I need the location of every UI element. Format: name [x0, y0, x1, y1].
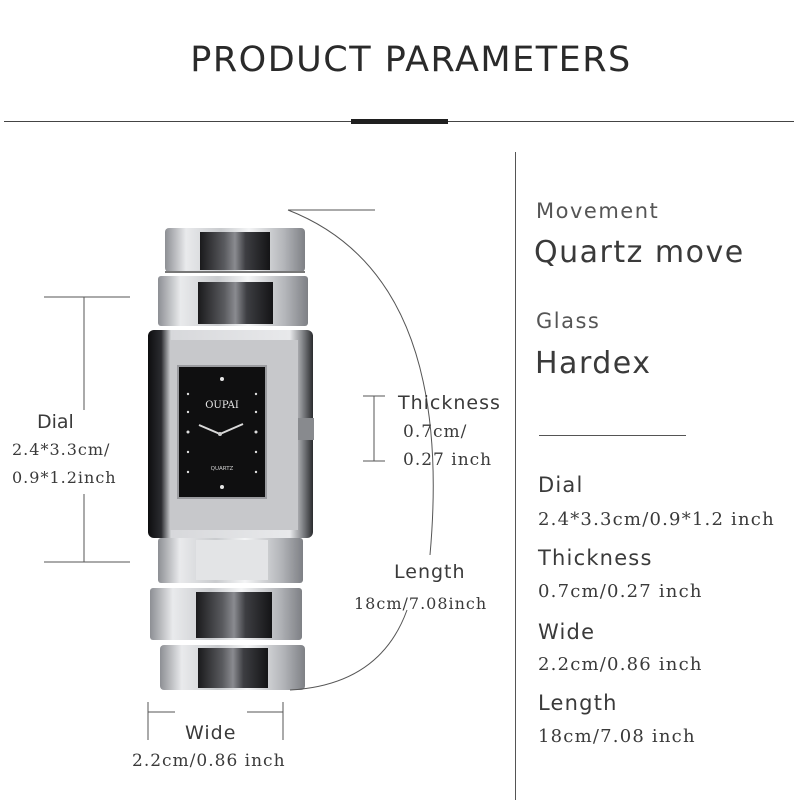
watch-illustration: OUPAI QUARTZ	[44, 209, 434, 740]
glass-label: Glass	[536, 309, 601, 333]
dial-value-inch: 0.9*1.2inch	[12, 468, 117, 487]
spec-thickness-value: 0.7cm/0.27 inch	[538, 581, 703, 602]
length-value: 18cm/7.08inch	[354, 594, 488, 613]
thickness-dimension-line	[363, 395, 385, 462]
watch-brand: OUPAI	[205, 400, 239, 411]
thickness-label: Thickness	[398, 392, 501, 414]
spec-length-label: Length	[538, 691, 618, 715]
dial-label: Dial	[37, 411, 74, 433]
movement-label: Movement	[536, 199, 660, 223]
thickness-value-cm: 0.7cm/	[403, 422, 468, 442]
dial-dimension-line	[44, 296, 130, 563]
watch-dial-text: QUARTZ	[211, 466, 234, 472]
spec-wide-label: Wide	[538, 620, 596, 644]
page-title: PRODUCT PARAMETERS	[190, 40, 632, 80]
spec-dial-value: 2.4*3.3cm/0.9*1.2 inch	[538, 509, 775, 530]
wide-value: 2.2cm/0.86 inch	[132, 751, 286, 771]
spec-length-value: 18cm/7.08 inch	[538, 726, 696, 747]
spec-divider	[539, 435, 686, 436]
dial-value-cm: 2.4*3.3cm/	[12, 440, 111, 459]
movement-value: Quartz move	[534, 235, 745, 270]
wide-dimension-line	[147, 702, 284, 740]
length-label: Length	[394, 561, 466, 583]
length-dimension-arc	[287, 209, 434, 691]
lower-bracelet	[150, 538, 305, 690]
glass-value: Hardex	[535, 346, 652, 381]
watch-dial: OUPAI QUARTZ	[177, 365, 267, 499]
spec-wide-value: 2.2cm/0.86 inch	[538, 654, 703, 675]
upper-bracelet	[158, 228, 308, 326]
spec-dial-label: Dial	[538, 473, 584, 497]
thickness-value-inch: 0.27 inch	[403, 450, 493, 470]
spec-thickness-label: Thickness	[538, 546, 653, 570]
wide-label: Wide	[185, 722, 237, 744]
column-divider	[515, 152, 516, 800]
header-divider-accent	[351, 119, 448, 124]
